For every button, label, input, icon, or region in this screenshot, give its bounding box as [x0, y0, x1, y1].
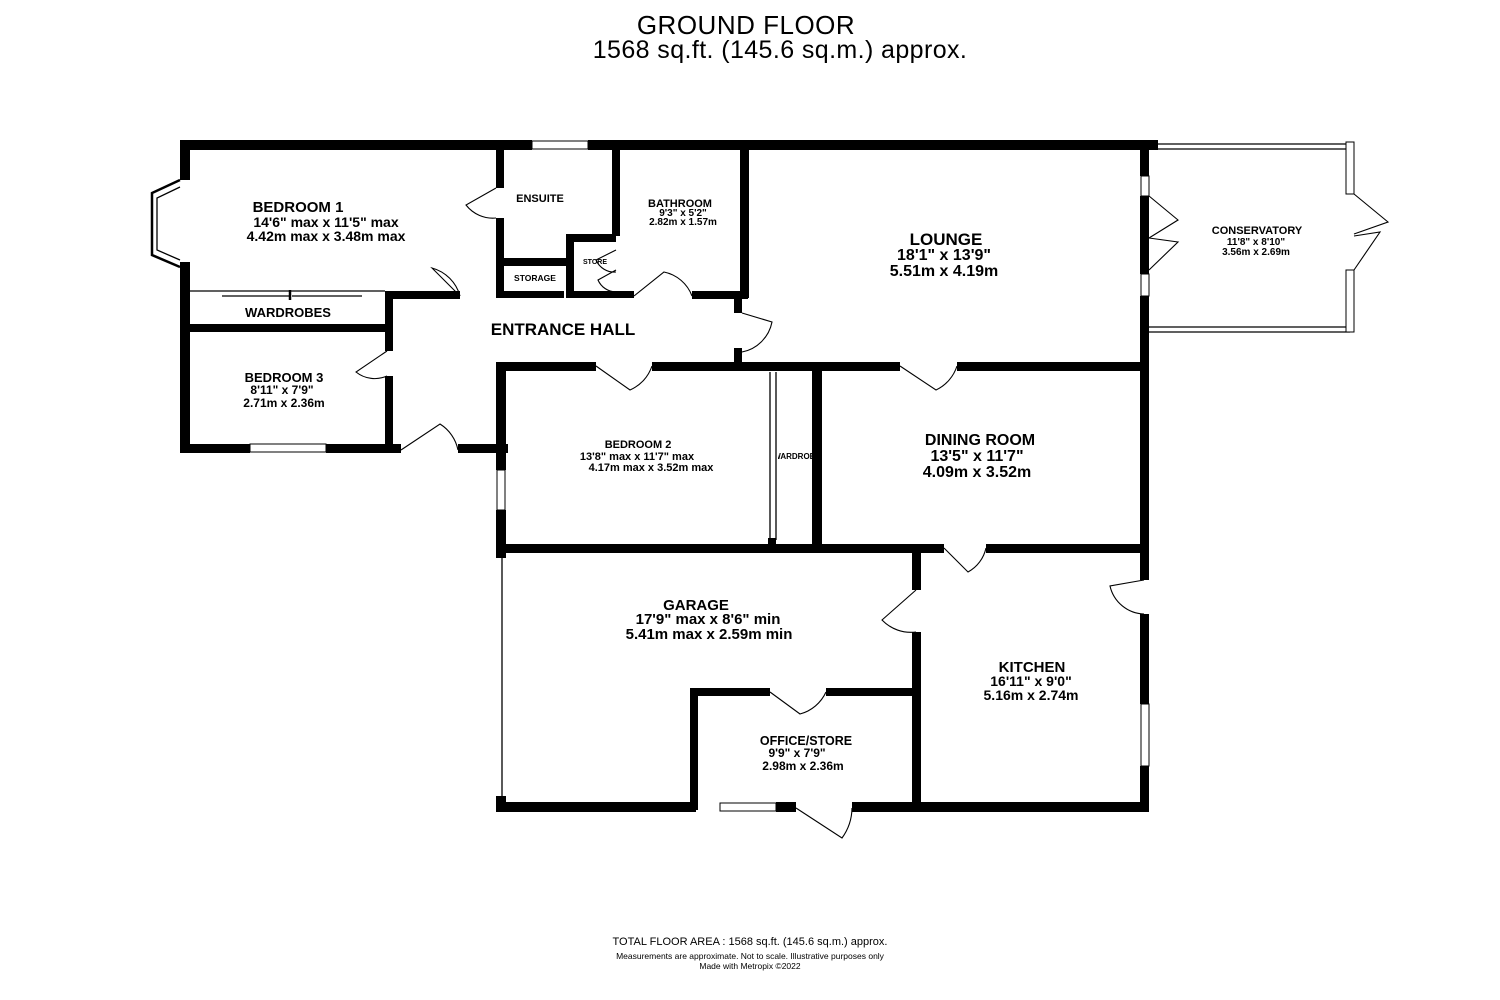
label-bedroom2-name: BEDROOM 2	[605, 439, 672, 451]
door-dining	[899, 365, 958, 391]
door-bedroom2	[595, 365, 653, 391]
window-office	[719, 802, 777, 812]
windows	[249, 140, 1150, 812]
door-conservatory-garden	[1353, 193, 1390, 235]
label-kitchen-imperial: 16'11" x 9'0"	[990, 673, 1071, 689]
door-garage-kitchen	[881, 589, 917, 633]
label-kitchen-metric: 5.16m x 2.74m	[984, 687, 1079, 703]
door-conservatory-lounge	[1148, 195, 1179, 239]
window-ensuite	[531, 140, 589, 150]
label-office-metric: 2.98m x 2.36m	[762, 759, 843, 773]
door-bedroom1	[430, 266, 461, 297]
door-hall-front	[400, 423, 459, 451]
label-conservatory-metric: 3.56m x 2.69m	[1222, 247, 1290, 258]
window-lounge-top	[1140, 175, 1150, 197]
door-store	[595, 249, 617, 273]
label-kitchen-name: KITCHEN	[999, 659, 1066, 676]
label-bedroom3-name: BEDROOM 3	[245, 370, 324, 385]
label-bathroom-metric: 2.82m x 1.57m	[649, 217, 717, 228]
label-office-name: OFFICE/STORE	[760, 734, 852, 748]
label-conservatory-name: CONSERVATORY	[1212, 225, 1303, 237]
label-garage-metric: 5.41m max x 2.59m min	[626, 626, 793, 643]
label-bedroom1-name: BEDROOM 1	[253, 199, 344, 216]
label-bathroom-name: BATHROOM	[648, 198, 712, 210]
walls	[180, 140, 1158, 812]
doors	[355, 187, 1390, 839]
label-bedroom2-imperial: 13'8" max x 11'7" max	[580, 451, 695, 463]
window-lounge-bottom	[1140, 273, 1150, 297]
thin-lines	[150, 141, 1355, 800]
label-entrance-hall: ENTRANCE HALL	[491, 320, 636, 339]
footer-credit: Made with Metropix ©2022	[699, 961, 801, 971]
label-bedroom1-metric: 4.42m max x 3.48m max	[247, 228, 406, 244]
label-bathroom-imperial: 9'3" x 5'2"	[659, 208, 707, 219]
label-garage-name: GARAGE	[663, 597, 729, 614]
window-kitchen	[1140, 703, 1150, 767]
label-storage: STORAGE	[514, 273, 556, 283]
label-garage-imperial: 17'9" max x 8'6" min	[636, 611, 781, 628]
window-bedroom2	[496, 469, 506, 511]
label-bedroom2-metric: 4.17m max x 3.52m max	[589, 462, 715, 474]
door-ensuite	[465, 187, 497, 219]
label-ensuite: ENSUITE	[516, 193, 564, 205]
door-bedroom3	[355, 350, 388, 380]
door-office	[769, 691, 827, 715]
label-store: STORE	[583, 259, 607, 266]
door-bathroom	[633, 271, 693, 297]
door-kitchen-side	[1109, 579, 1145, 615]
room-labels: BEDROOM 1 14'6" max x 11'5" max 4.42m ma…	[243, 193, 1303, 773]
floor-area-heading: 1568 sq.ft. (145.6 sq.m.) approx.	[592, 36, 968, 64]
label-bedroom2-wardrobe: WARDROBE	[773, 452, 821, 461]
window-bedroom3	[249, 443, 327, 453]
door-office-external	[795, 807, 853, 839]
footer-total-area: TOTAL FLOOR AREA : 1568 sq.ft. (145.6 sq…	[612, 936, 888, 948]
label-dining-imperial: 13'5" x 11'7"	[930, 448, 1023, 465]
label-dining-metric: 4.09m x 3.52m	[923, 464, 1032, 481]
label-lounge-imperial: 18'1" x 13'9"	[897, 247, 991, 264]
door-lounge-hall	[741, 312, 773, 353]
floor-title: GROUND FLOOR	[636, 10, 856, 40]
footer-disclaimer: Measurements are approximate. Not to sca…	[616, 951, 884, 961]
label-dining-name: DINING ROOM	[925, 432, 1035, 449]
label-lounge-name: LOUNGE	[910, 230, 983, 249]
label-bedroom1-imperial: 14'6" max x 11'5" max	[253, 214, 398, 230]
label-lounge-metric: 5.51m x 4.19m	[890, 263, 999, 280]
label-bedroom3-metric: 2.71m x 2.36m	[243, 396, 324, 410]
label-bedroom3-imperial: 8'11" x 7'9"	[250, 383, 313, 397]
label-conservatory-imperial: 11'8" x 8'10"	[1227, 237, 1285, 248]
door-kitchen	[943, 547, 987, 573]
label-wardrobes: WARDROBES	[245, 305, 331, 320]
label-office-imperial: 9'9" x 7'9"	[768, 746, 825, 760]
